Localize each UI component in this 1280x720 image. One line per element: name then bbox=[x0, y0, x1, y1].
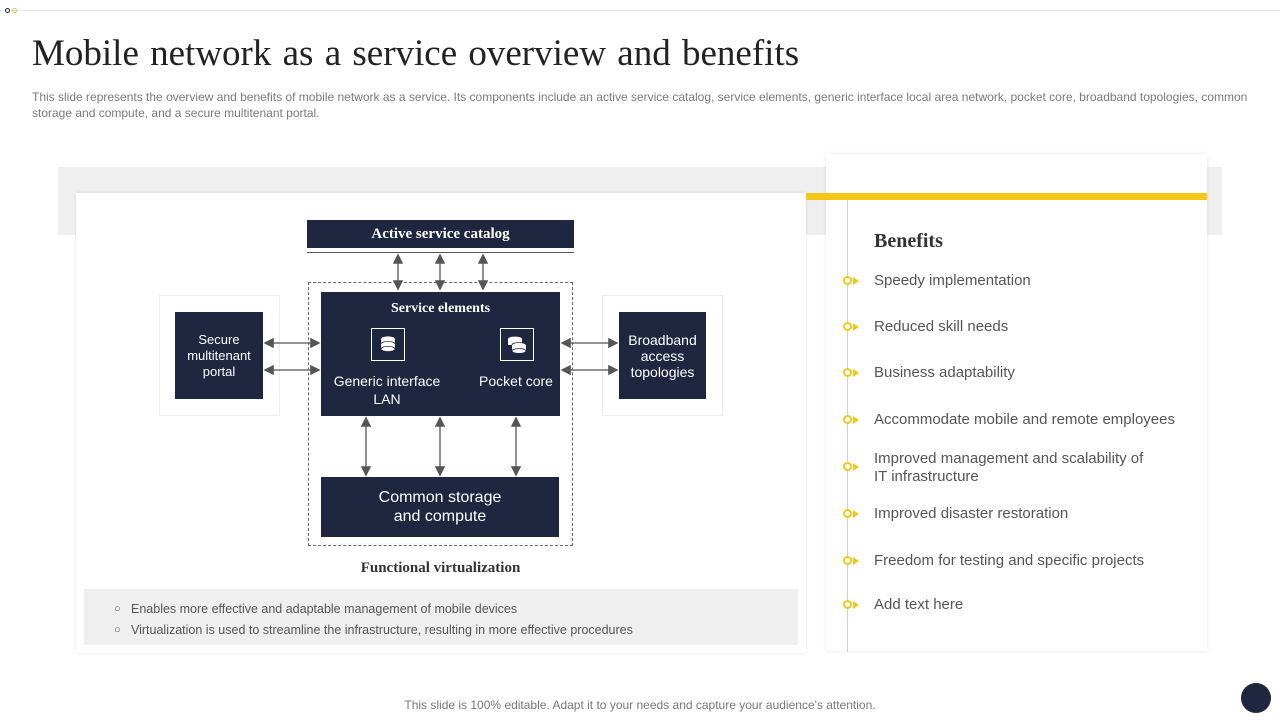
note-text: Enables more effective and adaptable man… bbox=[131, 602, 518, 616]
common-storage-box: Common storage and compute bbox=[321, 477, 559, 537]
benefit-marker-icon bbox=[843, 600, 861, 610]
benefits-timeline-line bbox=[847, 200, 848, 652]
page-subtitle: This slide represents the overview and b… bbox=[32, 90, 1248, 120]
database-icon bbox=[371, 328, 405, 361]
notes-panel: ○ Enables more effective and adaptable ma… bbox=[84, 589, 798, 645]
catalog-underline bbox=[307, 252, 574, 253]
benefit-marker-icon bbox=[843, 276, 861, 286]
pocket-core-label: Pocket core bbox=[479, 373, 553, 389]
storage-stack-icon bbox=[500, 328, 534, 361]
benefit-item: Accommodate mobile and remote employees bbox=[874, 411, 1175, 428]
benefit-marker-icon bbox=[843, 322, 861, 332]
top-rule bbox=[0, 10, 1280, 11]
note-item: ○ Virtualization is used to streamline th… bbox=[114, 620, 798, 641]
generic-interface-lan-label: Generic interface LAN bbox=[333, 373, 441, 407]
benefit-marker-icon bbox=[843, 368, 861, 378]
circle-bullet-icon: ○ bbox=[114, 603, 121, 615]
benefits-title: Benefits bbox=[874, 230, 943, 252]
functional-virtualization-label: Functional virtualization bbox=[360, 560, 521, 576]
navigation-dot-button[interactable] bbox=[1241, 683, 1271, 713]
benefit-item: Speedy implementation bbox=[874, 272, 1031, 289]
benefit-item: Improved disaster restoration bbox=[874, 505, 1069, 522]
page-title: Mobile network as a service overview and… bbox=[32, 33, 800, 74]
secure-multitenant-portal-box: Secure multitenant portal bbox=[175, 312, 263, 399]
service-elements-label: Service elements bbox=[390, 301, 491, 316]
note-item: ○ Enables more effective and adaptable ma… bbox=[114, 599, 798, 620]
benefit-marker-icon bbox=[843, 509, 861, 519]
catalog-label: Active service catalog bbox=[371, 225, 510, 242]
secure-portal-label: Secure multitenant portal bbox=[187, 331, 251, 379]
accent-bar bbox=[806, 193, 1207, 200]
benefit-marker-icon bbox=[843, 462, 861, 472]
corner-dots-icon bbox=[5, 8, 19, 14]
benefits-card bbox=[826, 154, 1207, 651]
note-text: Virtualization is used to streamline the… bbox=[131, 623, 633, 637]
common-storage-label: Common storage and compute bbox=[378, 489, 502, 525]
broadband-access-box: Broadband access topologies bbox=[619, 312, 706, 399]
footer-note: This slide is 100% editable. Adapt it to… bbox=[404, 698, 876, 712]
circle-bullet-icon: ○ bbox=[114, 624, 121, 636]
broadband-label: Broadband access topologies bbox=[628, 331, 697, 380]
benefit-item: Reduced skill needs bbox=[874, 318, 1009, 335]
benefit-marker-icon bbox=[843, 556, 861, 566]
service-elements-box: Service elements Generic interface LAN P… bbox=[321, 292, 560, 416]
benefit-item: Improved management and scalability of I… bbox=[874, 450, 1144, 485]
active-service-catalog-box: Active service catalog bbox=[307, 220, 574, 248]
benefit-item: Business adaptability bbox=[874, 364, 1015, 381]
benefit-item: Freedom for testing and specific project… bbox=[874, 552, 1145, 569]
benefit-marker-icon bbox=[843, 415, 861, 425]
benefit-item: Add text here bbox=[874, 596, 964, 613]
